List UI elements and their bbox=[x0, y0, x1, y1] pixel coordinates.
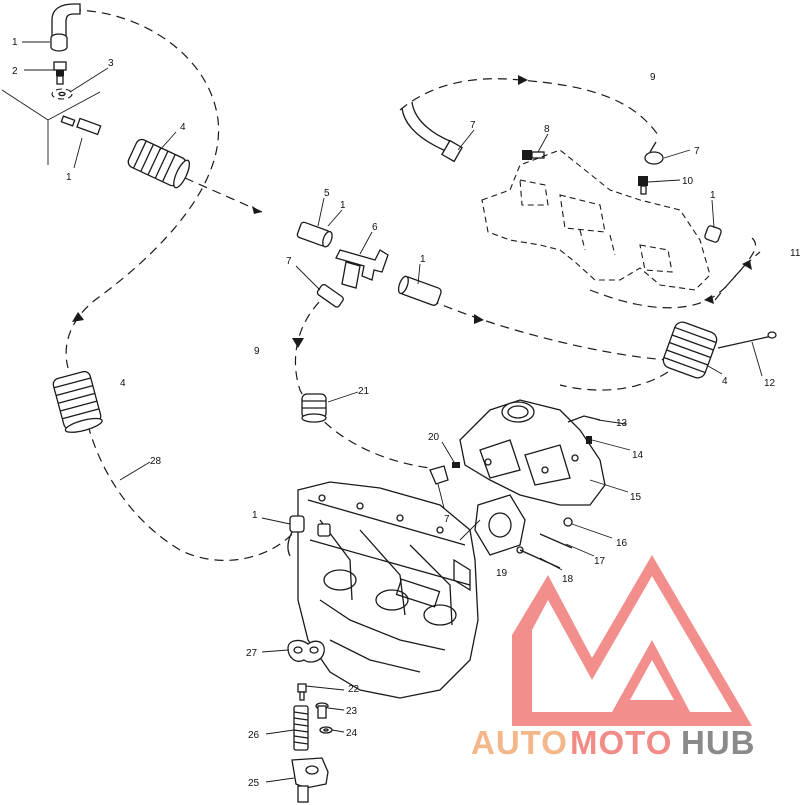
callout-25: 25 bbox=[248, 778, 260, 789]
watermark-moto: MOTO bbox=[570, 724, 672, 761]
callout-6: 6 bbox=[372, 222, 378, 233]
callout-1: 1 bbox=[66, 172, 72, 183]
watermark-hub: HUB bbox=[681, 724, 756, 761]
part-24-washer bbox=[319, 726, 333, 734]
callout-27: 27 bbox=[246, 648, 258, 659]
callout-7: 7 bbox=[470, 120, 476, 131]
part-8-fitting bbox=[522, 150, 545, 160]
callout-15: 15 bbox=[630, 492, 642, 503]
part-4-boot-right bbox=[662, 321, 718, 379]
callout-5: 5 bbox=[324, 188, 330, 199]
part-4-boot-left bbox=[52, 370, 103, 433]
callout-4: 4 bbox=[722, 376, 728, 387]
part-12-rod bbox=[717, 331, 777, 349]
callout-1: 1 bbox=[710, 190, 716, 201]
callout-labels: 1 2 3 1 4 5 1 6 7 1 9 9 7 8 7 10 1 11 4 … bbox=[12, 37, 800, 789]
watermark-auto: AUTO bbox=[471, 724, 568, 761]
callout-1: 1 bbox=[420, 254, 426, 265]
callout-7: 7 bbox=[444, 514, 450, 525]
part-3-washer bbox=[51, 88, 73, 100]
watermark-text: AUTO MOTO HUB bbox=[471, 724, 756, 761]
flow-arrows bbox=[72, 75, 752, 348]
callout-23: 23 bbox=[346, 706, 358, 717]
callout-1: 1 bbox=[252, 510, 258, 521]
part-15-manifold bbox=[459, 399, 606, 506]
callout-18: 18 bbox=[562, 574, 574, 585]
callout-10: 10 bbox=[682, 176, 694, 187]
leader-lines bbox=[22, 41, 763, 783]
callout-7: 7 bbox=[694, 146, 700, 157]
part-2-fitting bbox=[53, 61, 67, 85]
callout-9: 9 bbox=[650, 72, 656, 83]
part-7-hose-stub bbox=[316, 283, 344, 308]
callout-4: 4 bbox=[180, 122, 186, 133]
callout-2: 2 bbox=[12, 66, 18, 77]
part-20-fitting bbox=[452, 462, 460, 468]
part-1-hose-right bbox=[397, 275, 442, 306]
part-14-fitting bbox=[586, 436, 592, 444]
callout-28: 28 bbox=[150, 456, 162, 467]
part-10-fitting bbox=[638, 176, 648, 195]
callout-14: 14 bbox=[632, 450, 644, 461]
mount-bracket-lines bbox=[1, 89, 101, 165]
cylinder-block bbox=[297, 481, 479, 699]
part-7-lower-fitting bbox=[429, 465, 449, 485]
part-1-fitting-right bbox=[704, 225, 722, 243]
callout-26: 26 bbox=[248, 730, 260, 741]
callout-22: 22 bbox=[348, 684, 360, 695]
part-25-housing bbox=[291, 757, 329, 803]
part-22-sensor bbox=[297, 683, 307, 701]
callout-16: 16 bbox=[616, 538, 628, 549]
callout-12: 12 bbox=[764, 378, 776, 389]
part-13-hose bbox=[567, 415, 601, 423]
callout-13: 13 bbox=[616, 418, 628, 429]
callout-8: 8 bbox=[544, 124, 550, 135]
callout-4: 4 bbox=[120, 378, 126, 389]
callout-19: 19 bbox=[496, 568, 508, 579]
callout-1: 1 bbox=[340, 200, 346, 211]
watermark-logo bbox=[512, 555, 752, 726]
part-6-tee-fitting bbox=[335, 249, 389, 289]
callout-1: 1 bbox=[12, 37, 18, 48]
part-1-short-hose bbox=[296, 221, 333, 248]
callout-20: 20 bbox=[428, 432, 440, 443]
callout-24: 24 bbox=[346, 728, 358, 739]
callout-21: 21 bbox=[358, 386, 370, 397]
part-19-gasket bbox=[474, 494, 526, 556]
exhaust-manifold-dashed bbox=[481, 149, 711, 291]
part-1-block-hose bbox=[287, 515, 331, 557]
callout-11: 11 bbox=[790, 248, 800, 259]
part-7-long-hose bbox=[401, 101, 463, 163]
callout-7: 7 bbox=[286, 256, 292, 267]
callout-17: 17 bbox=[594, 556, 606, 567]
part-27-gasket bbox=[287, 639, 325, 663]
part-26-spring bbox=[293, 705, 309, 751]
part-7-fitting-right bbox=[644, 141, 664, 165]
callout-9: 9 bbox=[254, 346, 260, 357]
part-4-boot-top bbox=[127, 138, 191, 189]
callout-3: 3 bbox=[108, 58, 114, 69]
part-1-tube bbox=[60, 115, 102, 136]
part-1-elbow-hose bbox=[50, 3, 81, 52]
part-23-screw bbox=[315, 702, 329, 719]
part-21-boot bbox=[301, 393, 327, 423]
